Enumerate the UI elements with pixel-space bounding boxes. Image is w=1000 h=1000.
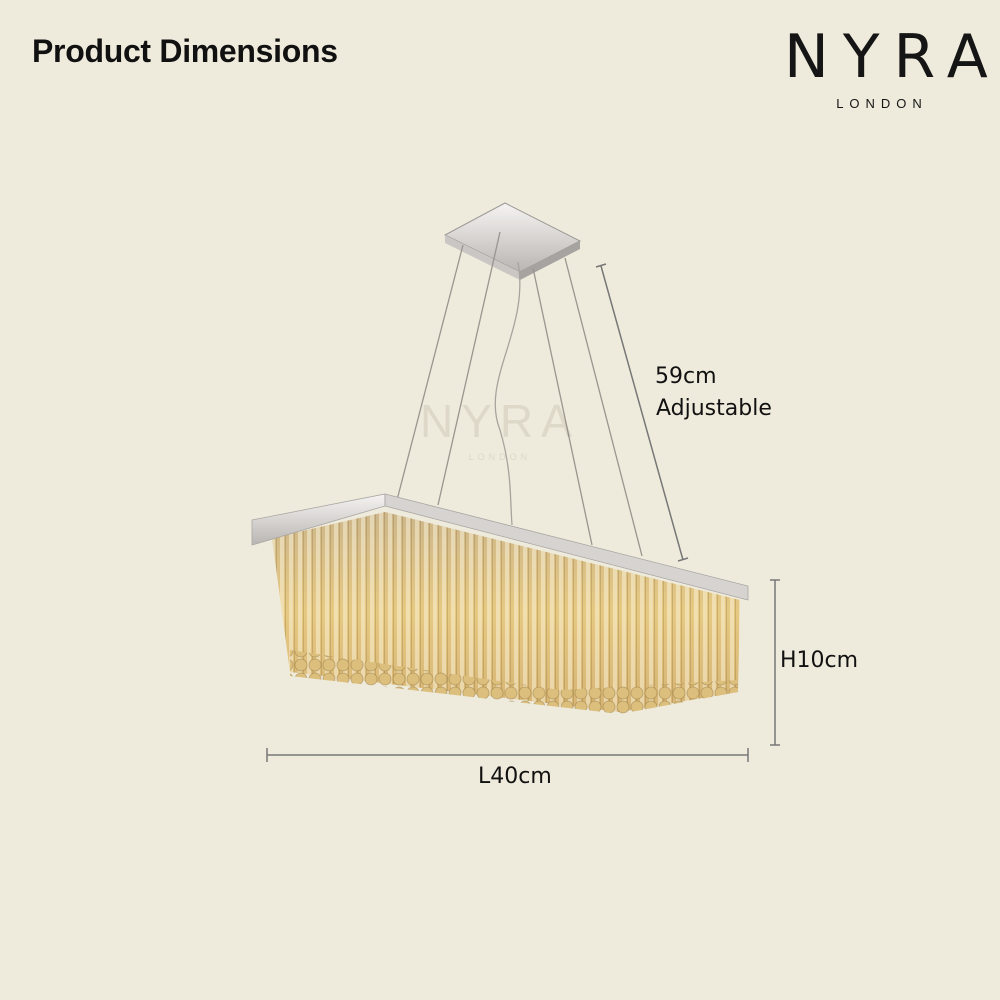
drop-dimension-line: [600, 265, 684, 561]
suspension-wires: [396, 231, 643, 557]
length-label: L40cm: [478, 764, 552, 789]
brand-name: NYRA: [784, 22, 1000, 92]
brand-tagline: LONDON: [836, 96, 928, 111]
page-title: Product Dimensions: [32, 33, 338, 69]
height-label: H10cm: [780, 648, 859, 673]
crystal-body: [272, 512, 740, 714]
drop-label: 59cm: [655, 364, 717, 389]
chrome-bar: [251, 493, 749, 601]
drop-note: Adjustable: [656, 396, 772, 421]
brand-logo: NYRA LONDON: [778, 22, 1000, 112]
ceiling-canopy: [443, 202, 582, 280]
watermark: NYRA LONDON: [420, 395, 580, 462]
dimension-lines: [266, 263, 780, 762]
